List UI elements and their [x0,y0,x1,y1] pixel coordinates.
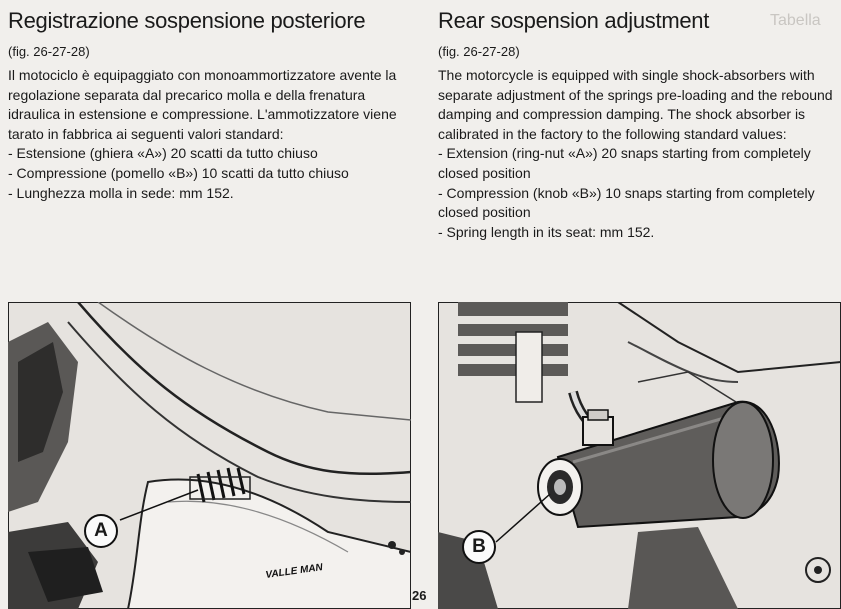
figure-27-photo: B [438,302,841,609]
italian-paragraph: Il motociclo è equipaggiato con monoammo… [8,67,397,142]
english-item-compression: - Compression (knob «B») 10 snaps starti… [438,184,815,221]
english-title: Rear sospension adjustment [438,8,710,33]
callout-a-ring-nut: A [84,514,118,548]
italian-item-extension: - Estensione (ghiera «A») 20 scatti da t… [8,145,318,162]
italian-title: Registrazione sospensione posteriore [8,8,366,33]
english-paragraph: The motorcycle is equipped with single s… [438,67,833,142]
italian-item-compression: - Compressione (pomello «B») 10 scatti d… [8,164,349,181]
figure-26-photo: VALLE MAN A [8,302,411,609]
callout-b-knob: B [462,530,496,564]
page-number: 26 [412,588,427,603]
english-item-extension: - Extension (ring-nut «A») 20 snaps star… [438,145,811,181]
english-body: The motorcycle is equipped with single s… [438,66,834,242]
english-item-spring: - Spring length in its seat: mm 152. [438,223,655,240]
shock-absorber-illustration [438,302,841,609]
italian-body: Il motociclo è equipaggiato con monoammo… [8,66,418,203]
italian-item-spring: - Lunghezza molla in sede: mm 152. [8,184,234,201]
italian-fig-ref: (fig. 26-27-28) [8,44,90,59]
rear-frame-illustration: VALLE MAN [8,302,411,609]
bleed-through-mark: Tabella [770,12,821,29]
english-fig-ref: (fig. 26-27-28) [438,44,520,59]
